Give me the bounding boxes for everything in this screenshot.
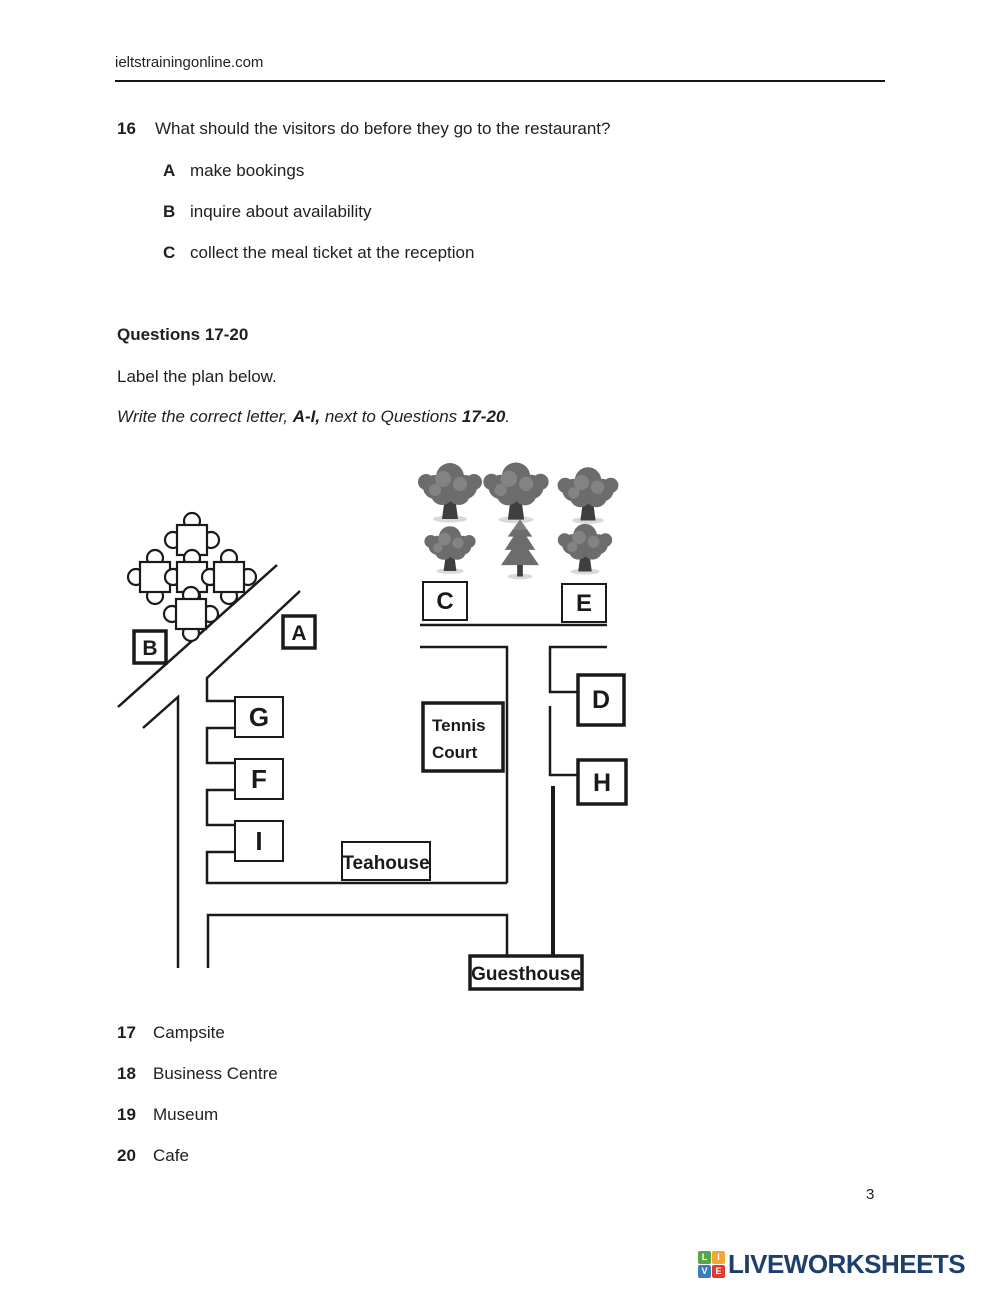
label-box-b: [132, 629, 168, 665]
label-box-g: [234, 696, 284, 738]
label-text-i: I: [255, 826, 262, 856]
header-rule: [115, 80, 885, 82]
logo-tiles: L I V E: [698, 1251, 725, 1278]
right-path-to-h: [548, 706, 578, 777]
question-18-text: Business Centre: [153, 1064, 278, 1083]
lower-path: [206, 913, 509, 968]
option-b-letter: B: [163, 202, 176, 221]
logo-tile-v: V: [698, 1265, 711, 1278]
liveworksheets-logo[interactable]: L I V E LIVEWORKSHEETS: [698, 1249, 966, 1280]
question-19-number: 19: [117, 1105, 136, 1124]
option-b: B inquire about availability: [163, 202, 371, 222]
picnic-table-icon: [200, 548, 258, 606]
option-a: A make bookings: [163, 161, 304, 181]
page-number: 3: [866, 1186, 875, 1203]
corridor-stub-gf: [205, 726, 235, 765]
label-text-c: C: [436, 588, 453, 615]
picnic-tables-group: [126, 511, 258, 643]
instruction-bold-1: A-I,: [292, 407, 321, 426]
branch-left-edge: [142, 694, 180, 968]
label-text-h: H: [593, 769, 611, 797]
site-url-text: ieltstrainingonline.com: [115, 54, 264, 71]
question-19-text: Museum: [153, 1105, 219, 1124]
question-17-text: Campsite: [153, 1023, 225, 1042]
corridor-bottom-edge: [205, 850, 507, 885]
option-b-text: inquire about availability: [190, 202, 372, 221]
guesthouse-box: [468, 954, 584, 991]
label-box-c: [422, 581, 468, 621]
tennis-court-text-2: Court: [432, 743, 478, 762]
section-instruction: Write the correct letter, A-I, next to Q…: [117, 407, 510, 427]
label-box-i: [234, 820, 284, 862]
teahouse-box: [341, 841, 431, 881]
site-plan: C E A B G F I D H Tennis Court Teahouse …: [117, 462, 628, 991]
corridor-stub-fi: [205, 788, 235, 827]
tennis-court-box: [421, 701, 505, 773]
label-box-e: [561, 583, 607, 623]
tree-icon: [483, 462, 549, 524]
tree-icon: [557, 523, 613, 575]
label-text-e: E: [576, 590, 592, 617]
guesthouse-text: Guesthouse: [471, 964, 581, 985]
instruction-part-1: Write the correct letter,: [117, 407, 293, 426]
question-19: 19 Museum: [117, 1105, 218, 1125]
logo-tile-i: I: [712, 1251, 725, 1264]
option-c-letter: C: [163, 243, 176, 262]
question-18: 18 Business Centre: [117, 1064, 278, 1084]
instruction-bold-2: 17-20: [461, 407, 506, 426]
question-17-number: 17: [117, 1023, 136, 1042]
label-text-b: B: [142, 637, 157, 660]
trees-group: [418, 462, 619, 580]
pine-tree-icon: [501, 519, 539, 580]
section-title: Questions 17-20: [117, 325, 249, 344]
central-path: [420, 645, 509, 883]
question-20: 20 Cafe: [117, 1146, 189, 1166]
question-20-text: Cafe: [153, 1146, 189, 1165]
option-c: C collect the meal ticket at the recepti…: [163, 243, 474, 263]
option-a-text: make bookings: [190, 161, 305, 180]
question-20-number: 20: [117, 1146, 136, 1165]
question-16-text: What should the visitors do before they …: [155, 119, 611, 138]
label-text-g: G: [249, 702, 269, 732]
teahouse-text: Teahouse: [342, 853, 429, 874]
logo-tile-l: L: [698, 1251, 711, 1264]
tree-icon: [557, 467, 619, 524]
option-c-text: collect the meal ticket at the reception: [190, 243, 475, 262]
label-box-h: [576, 758, 628, 806]
path-network: [117, 564, 607, 968]
right-path-to-d: [548, 645, 607, 694]
question-16: 16 What should the visitors do before th…: [117, 119, 757, 139]
logo-tile-e: E: [712, 1265, 725, 1278]
label-text-f: F: [251, 764, 267, 794]
option-a-letter: A: [163, 161, 176, 180]
question-17: 17 Campsite: [117, 1023, 225, 1043]
label-box-a: [281, 614, 317, 650]
question-16-number: 16: [117, 119, 136, 138]
label-box-d: [576, 673, 626, 727]
question-18-number: 18: [117, 1064, 136, 1083]
instruction-part-3: .: [505, 407, 511, 426]
section-subtitle: Label the plan below.: [117, 367, 277, 386]
tennis-court-text-1: Tennis: [432, 716, 486, 735]
road-line-lower: [205, 590, 301, 703]
tree-icon: [418, 463, 482, 523]
tree-icon: [424, 526, 476, 574]
instruction-part-2: next to Questions: [320, 407, 462, 426]
picnic-table-icon: [162, 585, 220, 643]
logo-text: LIVEWORKSHEETS: [728, 1249, 966, 1279]
label-box-f: [234, 758, 284, 800]
label-text-a: A: [291, 622, 306, 645]
label-text-d: D: [592, 686, 610, 714]
